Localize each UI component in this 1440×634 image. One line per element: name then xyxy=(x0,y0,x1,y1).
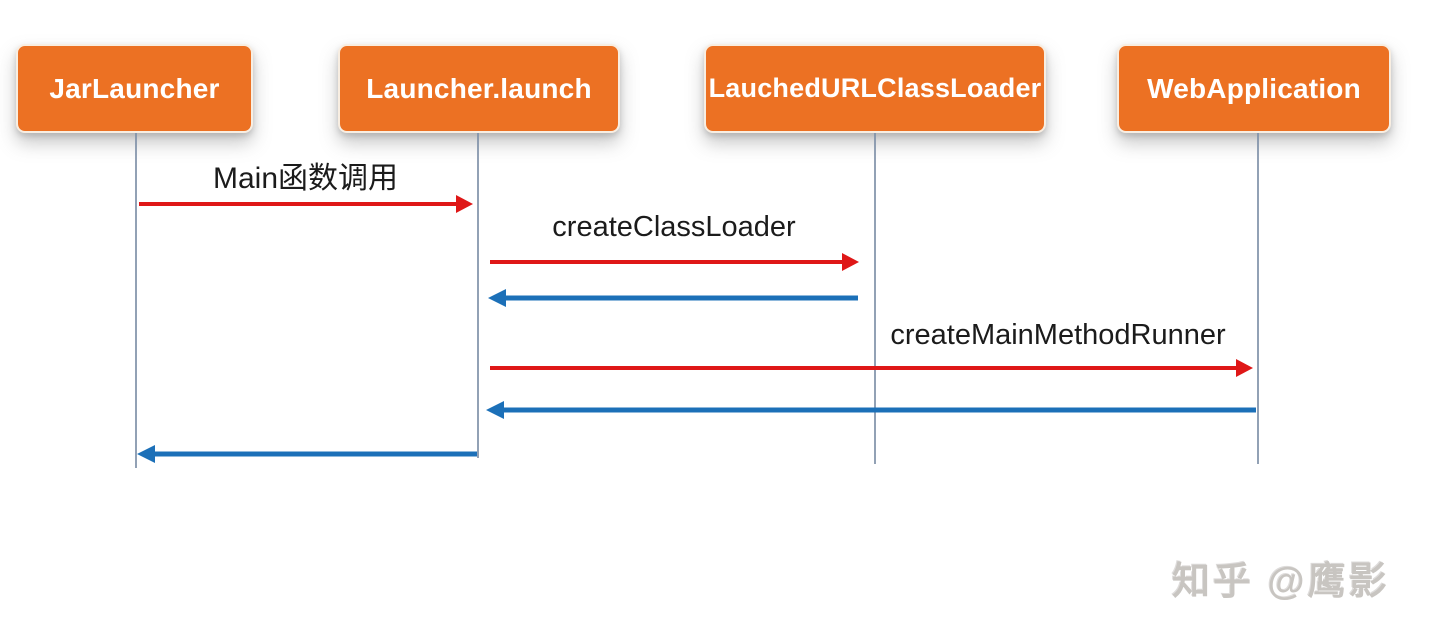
actor-box-webapplication: WebApplication xyxy=(1117,44,1391,133)
arrowhead-left-icon xyxy=(486,400,504,419)
message-label-main-call: Main函数调用 xyxy=(212,162,399,195)
arrowhead-right-icon xyxy=(1236,359,1253,377)
return-arrow-createmainmethodrunner xyxy=(486,400,1256,419)
actor-box-lauchedurlclassloader: LauchedURLClassLoader xyxy=(704,44,1046,133)
arrowhead-right-icon xyxy=(456,195,473,213)
arrow-shaft xyxy=(505,295,858,300)
arrow-shaft xyxy=(154,451,477,456)
arrow-shaft xyxy=(139,202,458,206)
arrowhead-left-icon xyxy=(137,444,155,463)
actor-label: LauchedURLClassLoader xyxy=(708,73,1042,103)
call-arrow-createclassloader xyxy=(490,253,859,271)
actor-label: WebApplication xyxy=(1147,72,1361,104)
return-arrow-createclassloader xyxy=(488,288,858,307)
arrow-shaft xyxy=(490,366,1238,370)
actor-box-launcher-launch: Launcher.launch xyxy=(338,44,620,133)
arrow-shaft xyxy=(490,260,844,264)
message-label-createclassloader: createClassLoader xyxy=(552,211,796,243)
lifeline-jarlauncher xyxy=(135,133,137,468)
arrowhead-right-icon xyxy=(842,253,859,271)
actor-label: Launcher.launch xyxy=(366,72,592,104)
arrow-shaft xyxy=(503,407,1256,412)
lifeline-lauchedurlclassloader xyxy=(874,133,876,464)
lifeline-webapplication xyxy=(1257,133,1259,464)
return-arrow-to-jarlauncher xyxy=(137,444,477,463)
call-arrow-createmainmethodrunner xyxy=(490,359,1253,377)
actor-box-jarlauncher: JarLauncher xyxy=(16,44,253,133)
lifeline-launcher-launch xyxy=(477,133,479,458)
arrowhead-left-icon xyxy=(488,288,506,307)
watermark-zhihu: 知乎 @鹰影 xyxy=(1172,561,1390,603)
message-label-createmainmethodrunner: createMainMethodRunner xyxy=(890,319,1226,351)
call-arrow-main-call xyxy=(139,195,473,213)
actor-label: JarLauncher xyxy=(49,72,220,104)
